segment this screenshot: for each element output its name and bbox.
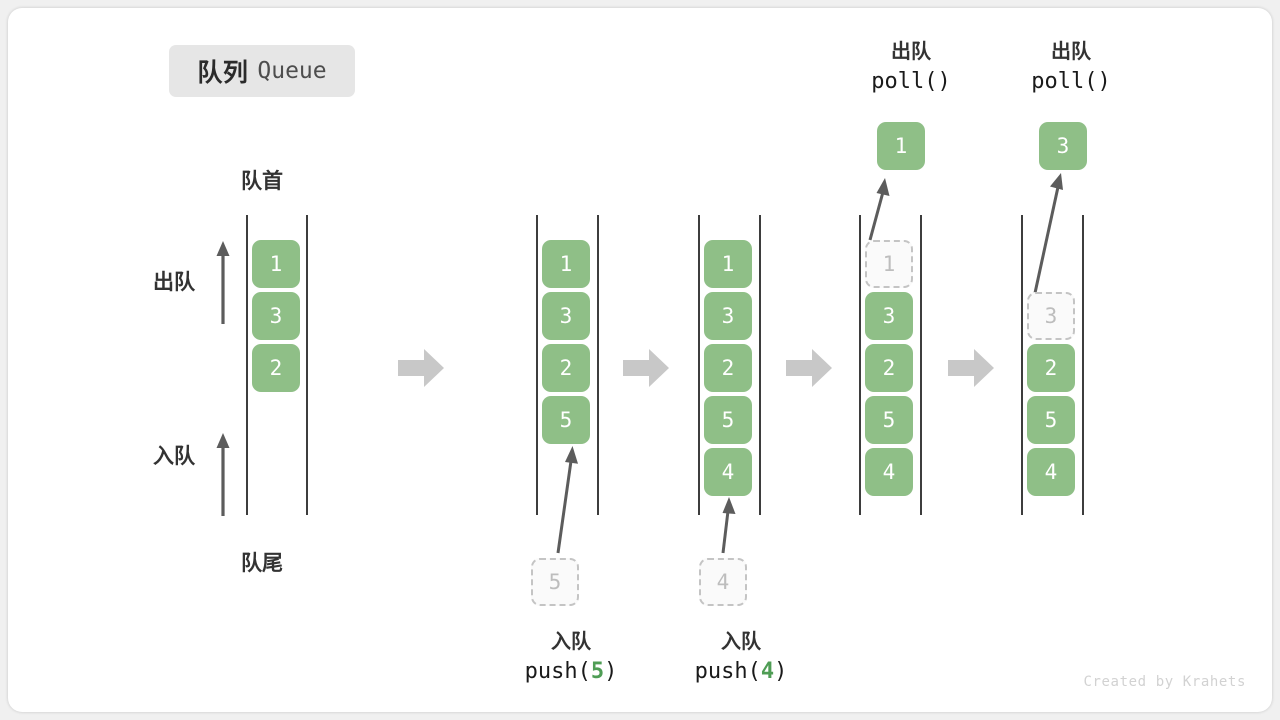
push-5-code: push(5)	[524, 659, 618, 685]
queue-element-value: 5	[721, 408, 735, 432]
queue-element-value: 3	[269, 304, 283, 328]
push-4-label: 入队 push(4)	[656, 628, 826, 688]
queue-element: 5	[704, 396, 752, 444]
queue-element-value: 1	[721, 252, 735, 276]
stack-rail-right-4	[920, 215, 922, 515]
stack-rail-right-2	[597, 215, 599, 515]
queue-element: 2	[252, 344, 300, 392]
stack-rail-left-2	[536, 215, 538, 515]
queue-element-value: 4	[882, 460, 896, 484]
dequeue-direction-arrow	[216, 241, 230, 324]
queue-element-value: 2	[882, 356, 896, 380]
queue-element-value: 1	[269, 252, 283, 276]
queue-element-value: 1	[882, 252, 896, 276]
queue-element: 3	[542, 292, 590, 340]
popped-element-1: 1	[877, 122, 925, 170]
enqueue-direction-label: 入队	[153, 445, 195, 468]
queue-element: 4	[865, 448, 913, 496]
enqueue-direction-arrow	[216, 433, 230, 516]
queue-element-value: 3	[559, 304, 573, 328]
diagram-title-cn: 队列	[197, 59, 249, 87]
push-4-code: push(4)	[694, 659, 788, 685]
queue-element-value: 2	[1044, 356, 1058, 380]
pending-element-4: 4	[699, 558, 747, 606]
queue-element: 1	[542, 240, 590, 288]
diagram-title: 队列 Queue	[169, 45, 355, 97]
step-arrow-4-icon	[948, 349, 994, 387]
queue-element: 4	[704, 448, 752, 496]
queue-element-value: 5	[559, 408, 573, 432]
queue-element-value: 4	[721, 460, 735, 484]
queue-element: 3	[865, 292, 913, 340]
stack-rail-left-3	[698, 215, 700, 515]
pending-element-5: 5	[531, 558, 579, 606]
queue-element: 2	[1027, 344, 1075, 392]
queue-element-value: 2	[269, 356, 283, 380]
queue-element: 5	[542, 396, 590, 444]
queue-element: 2	[704, 344, 752, 392]
diagram-canvas: 队列 Queue 队首 队尾 出队 入队 1 3 2 1 3 2 5 5 入队 push(…	[8, 8, 1272, 712]
queue-element: 3	[252, 292, 300, 340]
poll-3-label: 出队 poll()	[1031, 41, 1111, 95]
queue-element: 4	[1027, 448, 1075, 496]
step-arrow-3-icon	[786, 349, 832, 387]
diagram-title-en: Queue	[257, 58, 327, 84]
stack-rail-right-1	[306, 215, 308, 515]
queue-element: 2	[865, 344, 913, 392]
queue-element-value: 3	[721, 304, 735, 328]
queue-element: 3	[704, 292, 752, 340]
queue-element: 5	[1027, 396, 1075, 444]
stack-rail-right-5	[1082, 215, 1084, 515]
queue-element-value: 3	[882, 304, 896, 328]
stack-rail-right-3	[759, 215, 761, 515]
queue-element: 5	[865, 396, 913, 444]
queue-element-value: 2	[721, 356, 735, 380]
queue-element-value: 5	[882, 408, 896, 432]
queue-element: 2	[542, 344, 590, 392]
queue-front-label: 队首	[241, 170, 283, 193]
queue-element-value: 1	[559, 252, 573, 276]
stack-rail-left-4	[859, 215, 861, 515]
dequeue-direction-label: 出队	[153, 271, 195, 294]
poll-1-label: 出队 poll()	[871, 41, 951, 95]
stack-rail-left-5	[1021, 215, 1023, 515]
queue-rear-label: 队尾	[241, 552, 283, 575]
queue-element: 1	[865, 240, 913, 288]
poll-3-arrow	[1033, 173, 1063, 294]
queue-element-value: 2	[559, 356, 573, 380]
push-5-label: 入队 push(5)	[486, 628, 656, 688]
step-arrow-2-icon	[623, 349, 669, 387]
stack-rail-left-1	[246, 215, 248, 515]
step-arrow-1-icon	[398, 349, 444, 387]
push-4-arrow	[721, 497, 736, 554]
queue-element: 1	[252, 240, 300, 288]
queue-element-value: 5	[1044, 408, 1058, 432]
queue-element: 3	[1027, 292, 1075, 340]
queue-element-value: 4	[1044, 460, 1058, 484]
queue-element: 1	[704, 240, 752, 288]
queue-element-value: 3	[1044, 304, 1058, 328]
popped-element-3: 3	[1039, 122, 1087, 170]
poll-1-arrow	[868, 178, 890, 241]
push-5-arrow	[556, 446, 578, 554]
credit-text: Created by Krahets	[1083, 674, 1246, 690]
